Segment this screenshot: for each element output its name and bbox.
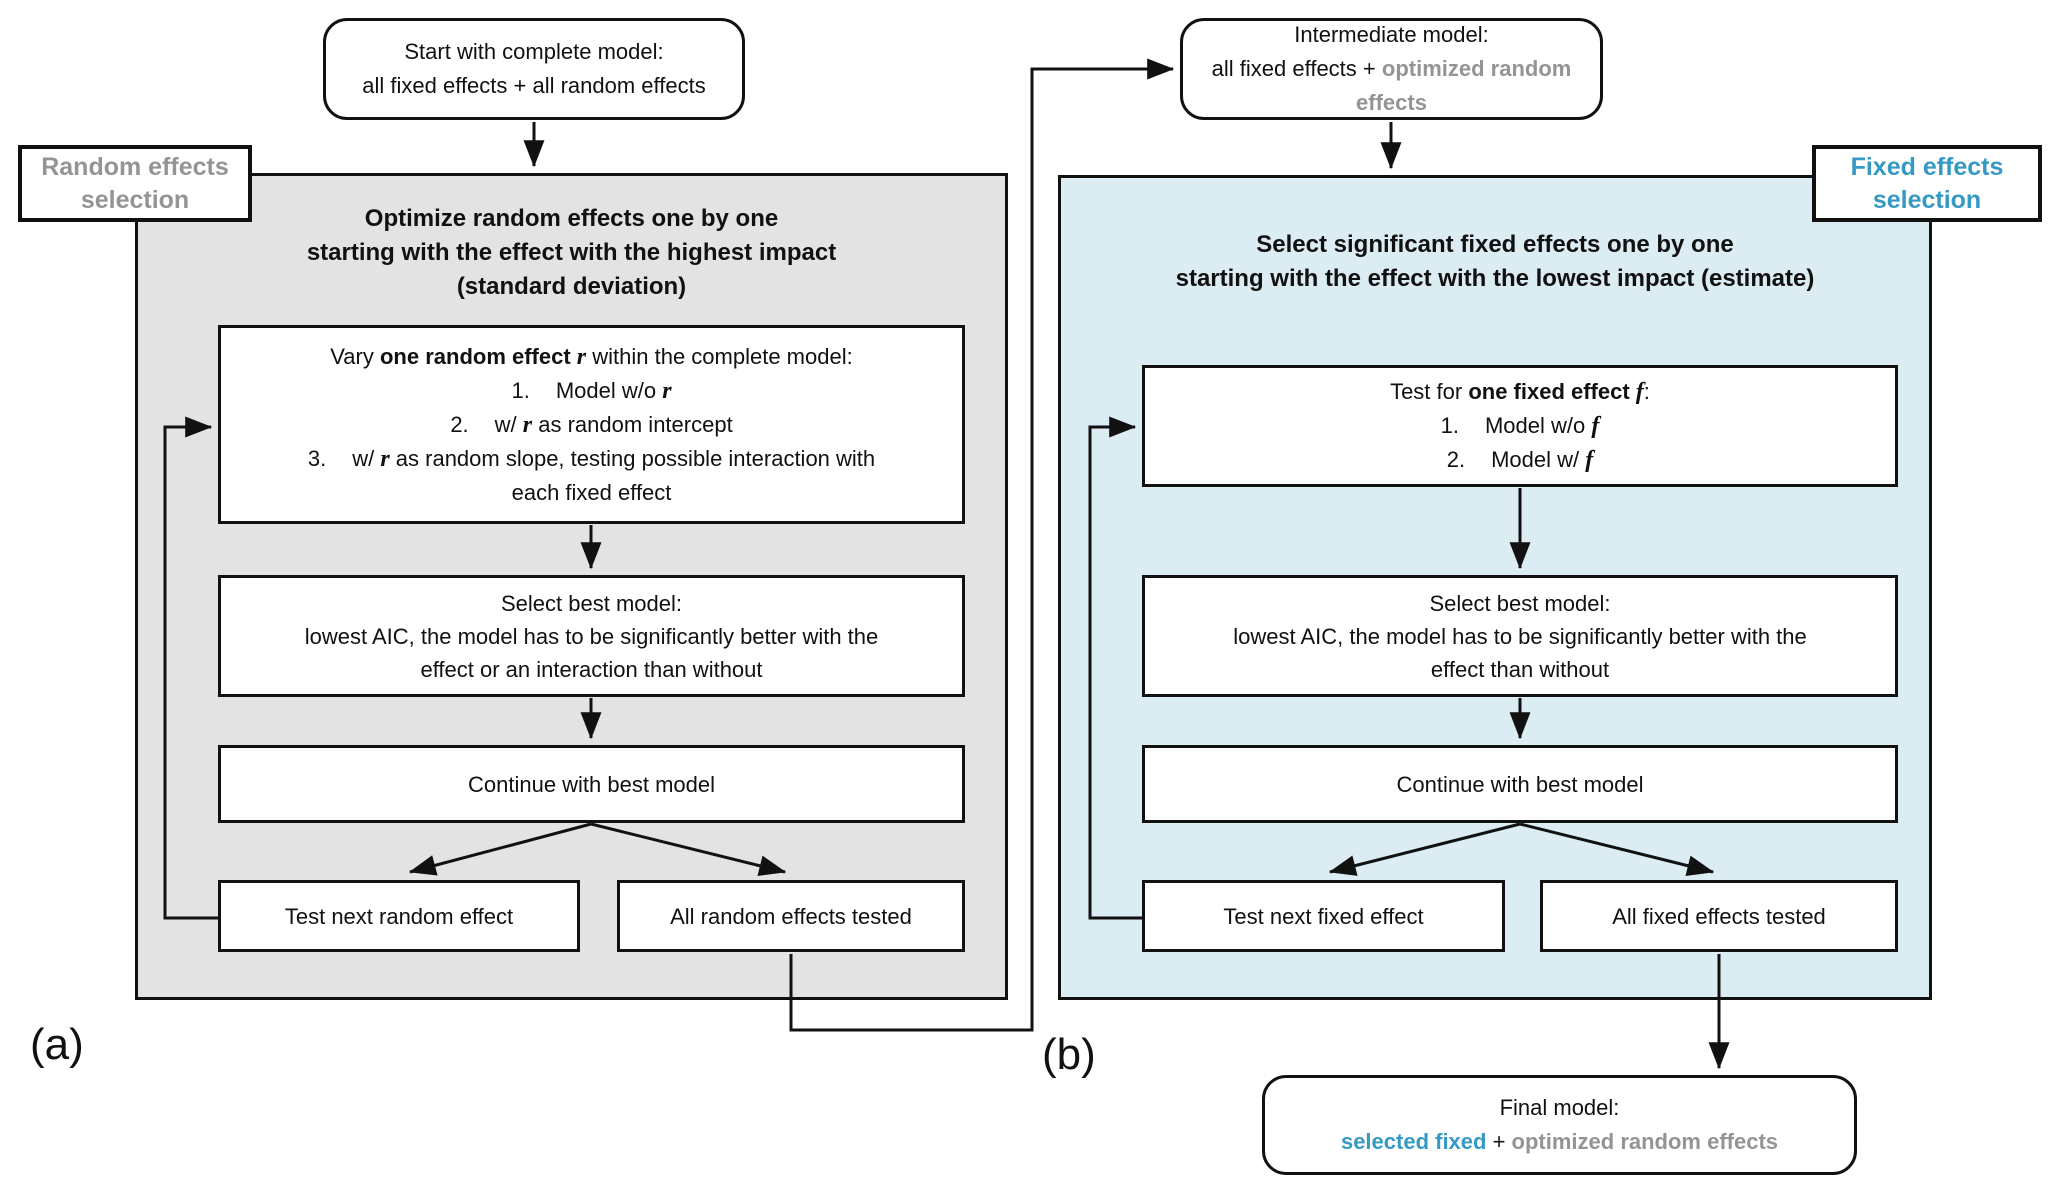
- box-all-random-effects-tested: All random effects tested: [617, 880, 965, 952]
- intermediate-plain-text: all fixed effects +: [1211, 56, 1382, 81]
- intermediate-model-box: Intermediate model: all fixed effects + …: [1180, 18, 1603, 120]
- test-title-line: Test for one fixed effect f:: [1390, 379, 1650, 405]
- intermediate-optimized-random-text: optimized random effects: [1356, 56, 1572, 115]
- box-test-next-fixed-effect: Test next fixed effect: [1142, 880, 1505, 952]
- test-item-1: 1.Model w/o f: [1440, 413, 1600, 439]
- math-r: r: [576, 344, 587, 370]
- caption-a: (a): [30, 1020, 84, 1069]
- vary-title-line: Vary one random effect r within the comp…: [330, 344, 853, 370]
- panel-b-heading: Select significant fixed effects one by …: [1061, 228, 1929, 296]
- box-select-best-model-a: Select best model: lowest AIC, the model…: [218, 575, 965, 697]
- label-fixed-effects-selection: Fixed effects selection: [1812, 145, 2042, 222]
- box-select-best-model-b: Select best model: lowest AIC, the model…: [1142, 575, 1898, 697]
- math-f: f: [1635, 379, 1644, 405]
- start-box-line1: Start with complete model:: [404, 39, 664, 64]
- intermediate-box-line2: all fixed effects + optimized random eff…: [1191, 52, 1592, 120]
- final-optimized-random-text: optimized random effects: [1511, 1129, 1779, 1154]
- box-continue-best-model-a: Continue with best model: [218, 745, 965, 823]
- box-all-fixed-effects-tested: All fixed effects tested: [1540, 880, 1898, 952]
- final-plus-text: +: [1486, 1129, 1512, 1154]
- label-random-effects-selection: Random effects selection: [18, 145, 252, 222]
- test-item-2: 2.Model w/ f: [1446, 447, 1594, 473]
- final-selected-fixed-text: selected fixed: [1340, 1129, 1487, 1154]
- start-model-box: Start with complete model: all fixed eff…: [323, 18, 745, 120]
- vary-item-3-continued: each fixed effect: [511, 480, 672, 505]
- box-test-one-fixed-effect: Test for one fixed effect f: 1.Model w/o…: [1142, 365, 1898, 487]
- vary-item-2: 2.w/ r as random intercept: [450, 412, 733, 438]
- box-continue-best-model-b: Continue with best model: [1142, 745, 1898, 823]
- box-test-next-random-effect: Test next random effect: [218, 880, 580, 952]
- final-box-line2: selected fixed + optimized random effect…: [1273, 1125, 1846, 1159]
- math-r: r: [662, 378, 672, 404]
- vary-item-1: 1.Model w/o r: [511, 378, 672, 404]
- panel-a-heading-line3: (standard deviation): [456, 273, 687, 300]
- panel-b-heading-line2: starting with the effect with the lowest…: [1175, 265, 1815, 292]
- caption-b: (b): [1042, 1030, 1096, 1079]
- math-f: f: [1585, 447, 1594, 473]
- panel-a-heading-line2: starting with the effect with the highes…: [306, 239, 837, 266]
- math-r: r: [522, 412, 533, 438]
- panel-a-heading-line1: Optimize random effects one by one: [364, 205, 779, 232]
- math-f: f: [1591, 413, 1600, 439]
- panel-b-heading-line1: Select significant fixed effects one by …: [1256, 231, 1734, 258]
- final-box-line1: Final model:: [1499, 1095, 1620, 1120]
- final-model-box: Final model: selected fixed + optimized …: [1262, 1075, 1857, 1175]
- vary-item-3: 3.w/ r as random slope, testing possible…: [307, 446, 876, 472]
- box-vary-one-random-effect: Vary one random effect r within the comp…: [218, 325, 965, 524]
- intermediate-box-line1: Intermediate model:: [1294, 22, 1489, 47]
- start-box-line2: all fixed effects + all random effects: [362, 73, 706, 98]
- panel-a-heading: Optimize random effects one by one start…: [138, 202, 1005, 304]
- math-r: r: [380, 446, 390, 472]
